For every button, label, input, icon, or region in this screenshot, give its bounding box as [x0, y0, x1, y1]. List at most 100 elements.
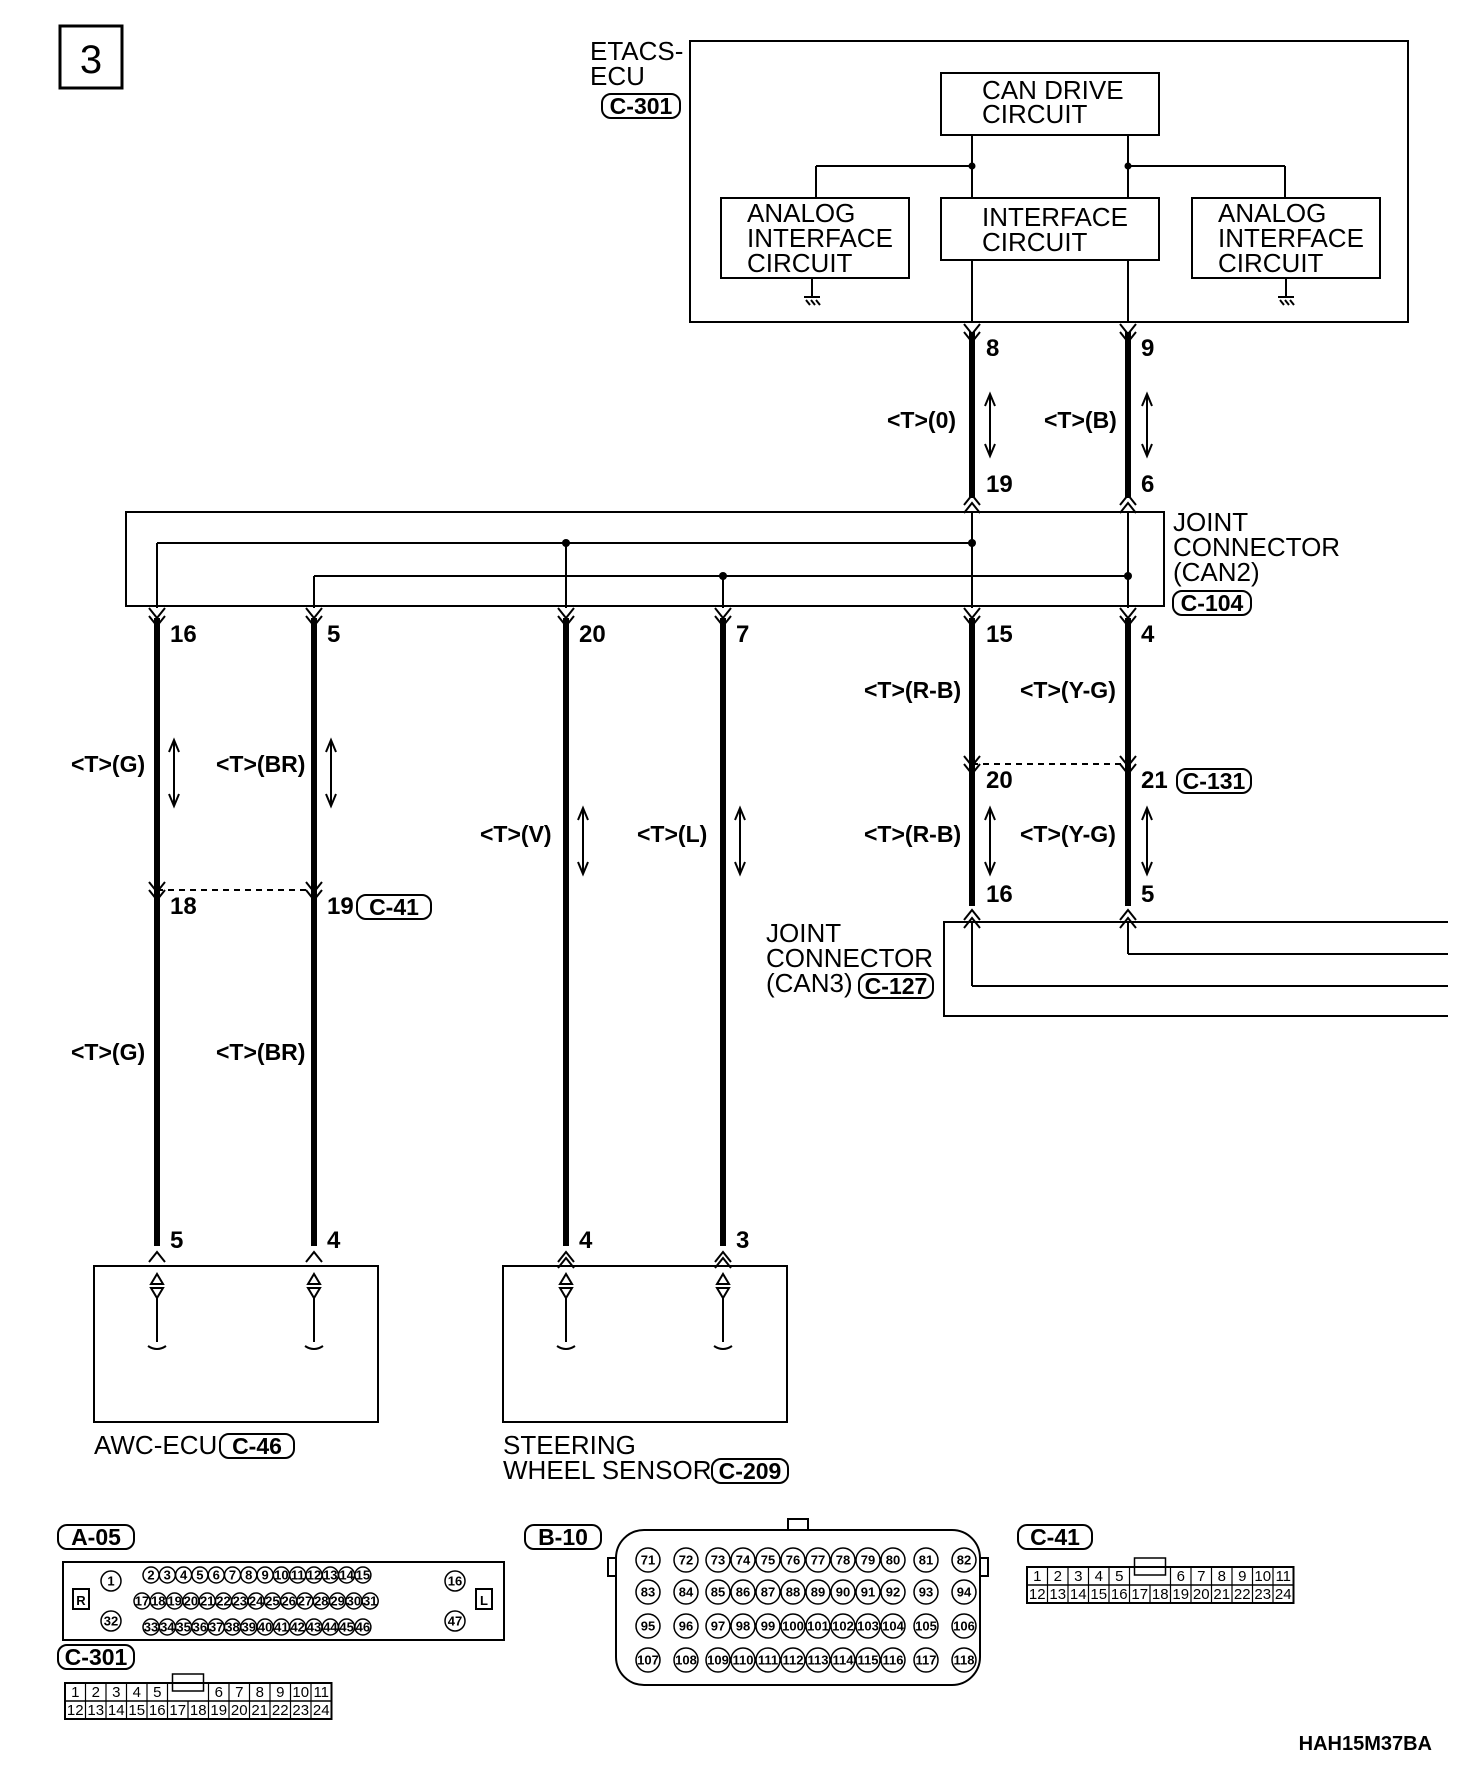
pin-number: 36 [193, 1620, 207, 1635]
pin-9: 9 [1141, 335, 1154, 362]
pin-number: 21 [1213, 1586, 1230, 1603]
pin-number: 18 [1152, 1586, 1169, 1603]
wire-label-g-2: <T>(G) [71, 1039, 145, 1065]
connector-pin: 111 [755, 1647, 781, 1673]
figure-code: HAH15M37BA [1299, 1733, 1432, 1755]
connector-pin: 92 [880, 1579, 906, 1605]
wire-label-rb: <T>(R-B) [864, 677, 961, 703]
pin-number: 10 [292, 1684, 309, 1701]
connector-pin: 36 [191, 1618, 209, 1636]
pin-number: 15 [356, 1568, 370, 1583]
connector-pin: 33 [142, 1618, 160, 1636]
pin-number: 89 [811, 1585, 825, 1600]
connector-pin: 110 [730, 1647, 756, 1673]
connector-pin: 72 [673, 1547, 699, 1573]
connector-pin: 22 [214, 1592, 233, 1610]
pin-number: 42 [290, 1620, 304, 1635]
pin-number: 7 [229, 1568, 236, 1583]
wire-label-l: <T>(L) [637, 821, 707, 847]
pin-number: 30 [347, 1594, 361, 1609]
connector-pin: 83 [635, 1579, 661, 1605]
connector-pin: 84 [673, 1579, 699, 1605]
pin-number: 99 [761, 1619, 775, 1634]
connector-pin: 35 [174, 1618, 193, 1636]
etacs-to-jc2-wires: 8 9 19 6 <T>(0) <T>(B) [887, 323, 1154, 514]
pin-number: 107 [637, 1653, 659, 1668]
pin-number: 32 [104, 1614, 118, 1629]
connector-pin: 28 [312, 1592, 331, 1610]
pin-number: 10 [1254, 1568, 1271, 1585]
jc2-connector: C-104 [1181, 590, 1244, 616]
pin-number: 78 [836, 1553, 850, 1568]
pin-number: 110 [733, 1653, 754, 1668]
connector-pin: 26 [279, 1592, 298, 1610]
analog-right-2: INTERFACE [1218, 223, 1364, 253]
pin-number: 109 [707, 1653, 729, 1668]
pin-number: 35 [176, 1620, 190, 1635]
pin-number: 91 [861, 1585, 875, 1600]
pin-number: 31 [363, 1594, 377, 1609]
pin-number: 16 [149, 1702, 166, 1719]
connector-pin: 21 [198, 1592, 216, 1610]
connector-pin: 104 [880, 1613, 906, 1639]
connector-pin: 12 [305, 1566, 323, 1584]
analog-left-2: INTERFACE [747, 223, 893, 253]
pin-number: 17 [135, 1594, 149, 1609]
c41-code: C-41 [1030, 1524, 1080, 1550]
pin-number: 97 [711, 1619, 725, 1634]
pin-number: 98 [736, 1619, 750, 1634]
connector-pin: 10 [272, 1566, 291, 1584]
interface-1: INTERFACE [982, 202, 1128, 232]
connector-pin: 77 [805, 1547, 831, 1573]
jc3-line1: JOINT [766, 918, 841, 948]
connector-pin: 113 [805, 1647, 831, 1673]
bidirectional-arrow-icon [168, 737, 180, 809]
wire-label-yg: <T>(Y-G) [1020, 677, 1116, 703]
wire-label-br: <T>(BR) [216, 751, 305, 777]
pin-number: 87 [761, 1585, 775, 1600]
pin-number: 3 [1074, 1568, 1082, 1585]
pin-number: 17 [1131, 1586, 1148, 1603]
pin-number: 103 [857, 1619, 879, 1634]
pin-number: 43 [307, 1620, 321, 1635]
joint-connector-can3: JOINT CONNECTOR (CAN3) C-127 [766, 918, 1448, 1017]
pin-number: 47 [448, 1614, 462, 1629]
etacs-name-1: ETACS- [590, 36, 683, 66]
connector-pin: 106 [951, 1613, 977, 1639]
pin-number: 2 [147, 1568, 154, 1583]
pin-number: 113 [808, 1653, 829, 1668]
connector-pin: 29 [328, 1592, 347, 1610]
sensor-name-2: WHEEL SENSOR [503, 1455, 712, 1485]
jc3-line2: CONNECTOR [766, 943, 933, 973]
connector-pin: 16 [444, 1570, 466, 1592]
connector-pin: 81 [913, 1547, 939, 1573]
jc2-line2: CONNECTOR [1173, 532, 1340, 562]
pin-number: 82 [957, 1553, 971, 1568]
pin-number: 21 [251, 1702, 268, 1719]
pin-number: 111 [758, 1653, 778, 1668]
transceiver-icon [147, 1272, 167, 1350]
pin-number: 100 [782, 1619, 804, 1634]
pin-number: 20 [231, 1702, 248, 1719]
connector-pin: 15 [354, 1566, 372, 1584]
connector-pin: 30 [345, 1592, 363, 1610]
connector-pin: 118 [951, 1647, 977, 1673]
connector-pin: 18 [149, 1592, 168, 1610]
connector-pin: 5 [191, 1566, 209, 1584]
a05-right-mark: L [480, 1593, 488, 1608]
connector-pin: 107 [635, 1647, 661, 1673]
connector-pin: 1 [100, 1570, 122, 1592]
pin-number: 22 [272, 1702, 289, 1719]
connector-pin: 41 [272, 1618, 291, 1636]
bidirectional-arrow-icon [577, 805, 589, 877]
pin-number: 108 [675, 1653, 697, 1668]
connector-pin: 108 [673, 1647, 699, 1673]
pin-number: 6 [1177, 1568, 1185, 1585]
pin-16-c127: 16 [986, 881, 1013, 908]
pin-number: 19 [167, 1594, 181, 1609]
connector-pin: 31 [361, 1592, 379, 1610]
pin-number: 17 [169, 1702, 186, 1719]
jc2-line1: JOINT [1173, 507, 1248, 537]
pin-number: 7 [1197, 1568, 1205, 1585]
